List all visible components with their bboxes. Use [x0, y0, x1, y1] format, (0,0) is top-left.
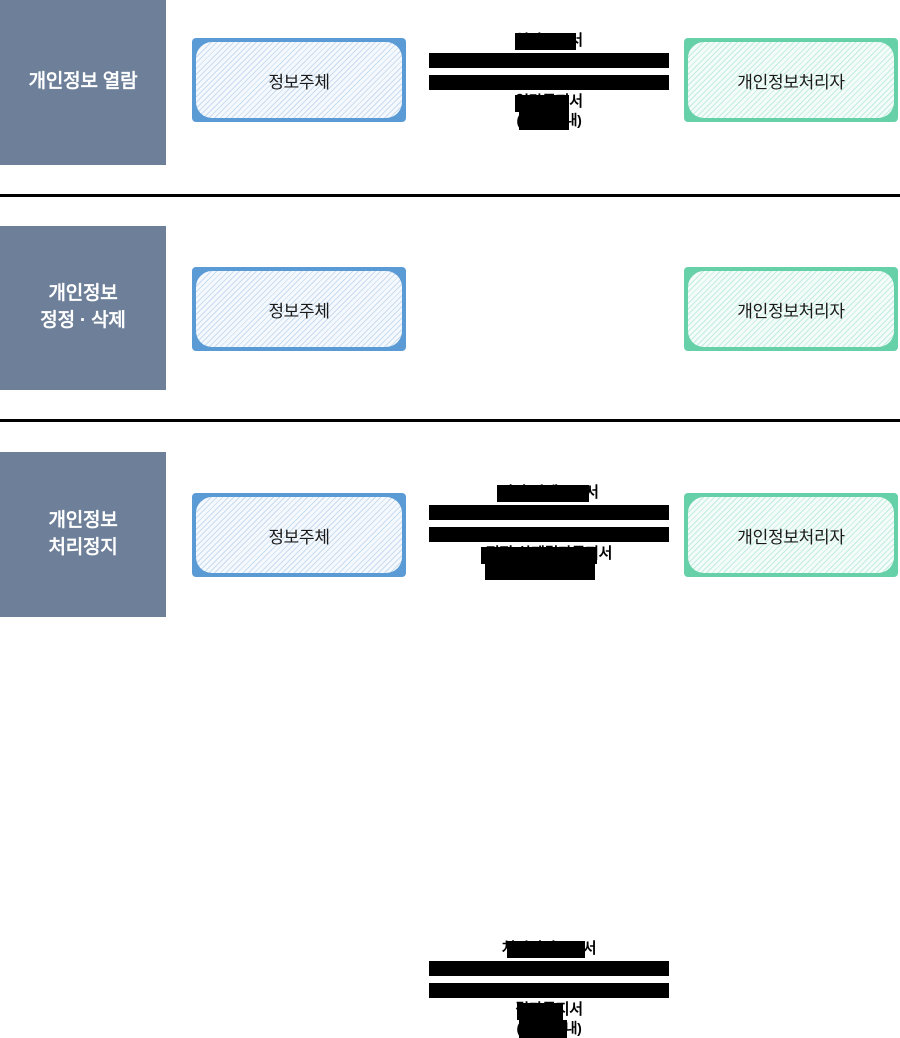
actor-box-data-subject-1: 정보주체 [192, 38, 406, 122]
hatch-fill [688, 497, 894, 573]
actor-label-data-subject: 정보주체 [268, 72, 330, 92]
redaction-block [519, 1019, 567, 1038]
flow-label-request-suspension: 처리정지요구서 [429, 940, 669, 959]
arrow-bar-reverse [429, 982, 669, 998]
actor-label-controller: 개인정보처리자 [737, 301, 845, 321]
actor-box-data-subject-2: 정보주체 [192, 267, 406, 351]
arrow-bar-reverse [429, 526, 669, 542]
arrow-bar-forward [429, 504, 669, 520]
hatch-fill [196, 42, 402, 118]
actor-box-controller-3: 개인정보처리자 [684, 493, 898, 577]
category-line: 개인정보 [48, 283, 118, 305]
actor-box-controller-1: 개인정보처리자 [684, 38, 898, 122]
actor-box-controller-2: 개인정보처리자 [684, 267, 898, 351]
flow-label-notice-suspension: 결과통지서 (10일 이내) [429, 1001, 669, 1038]
hatch-fill [688, 271, 894, 347]
hatch-fill [196, 271, 402, 347]
flow-row-correction-deletion: 개인정보 정정 · 삭제 정보주체 정정·삭제요구서 정정·삭제결과통지서 개인… [0, 226, 900, 580]
flow-label-notice-correction: 정정·삭제결과통지서 [429, 545, 669, 580]
redaction-block [515, 33, 576, 50]
arrow-bar-forward [429, 960, 669, 976]
flow-label-request-correction: 정정·삭제요구서 [429, 484, 669, 503]
redaction-block [519, 111, 569, 130]
actor-box-data-subject-3: 정보주체 [192, 493, 406, 577]
flow-label-request-access: 열람요구서 [429, 32, 669, 51]
section-divider-2 [0, 419, 900, 422]
category-label-processing-suspension: 개인정보 처리정지 [0, 452, 166, 617]
redaction-block [515, 94, 569, 112]
arrow-bar-forward [429, 52, 669, 68]
flow-label-notice-access: 열람통지서 (10일 이내) [429, 93, 669, 130]
redaction-block [485, 563, 595, 580]
category-label-access: 개인정보 열람 [0, 0, 166, 165]
category-line: 정정 · 삭제 [40, 310, 126, 331]
flow-row-access: 개인정보 열람 정보주체 열람요구서 열람통지서 (10일 이내) 개인정보처리… [0, 0, 900, 194]
section-divider-1 [0, 194, 900, 197]
hatch-fill [688, 42, 894, 118]
category-line: 처리정지 [48, 536, 118, 558]
category-label-correction-deletion: 개인정보 정정 · 삭제 [0, 226, 166, 390]
flow-row-processing-suspension: 개인정보 처리정지 정보주체 처리정지요구서 결과통지서 (10일 이내) [0, 452, 900, 1038]
hatch-fill [196, 497, 402, 573]
actor-label-controller: 개인정보처리자 [737, 527, 845, 547]
category-line: 개인정보 [48, 509, 118, 531]
redaction-block [481, 546, 597, 564]
category-line: 개인정보 열람 [28, 71, 138, 93]
flow-arrows-access: 열람요구서 열람통지서 (10일 이내) [429, 32, 669, 130]
redaction-block [517, 1002, 563, 1020]
actor-label-data-subject: 정보주체 [268, 527, 330, 547]
actor-label-controller: 개인정보처리자 [737, 72, 845, 92]
actor-label-data-subject: 정보주체 [268, 301, 330, 321]
flow-arrows-processing-suspension: 처리정지요구서 결과통지서 (10일 이내) [429, 940, 669, 1038]
flow-arrows-correction-deletion: 정정·삭제요구서 정정·삭제결과통지서 [429, 484, 669, 580]
arrow-bar-reverse [429, 74, 669, 90]
redaction-block [497, 485, 589, 502]
redaction-block [507, 941, 585, 958]
